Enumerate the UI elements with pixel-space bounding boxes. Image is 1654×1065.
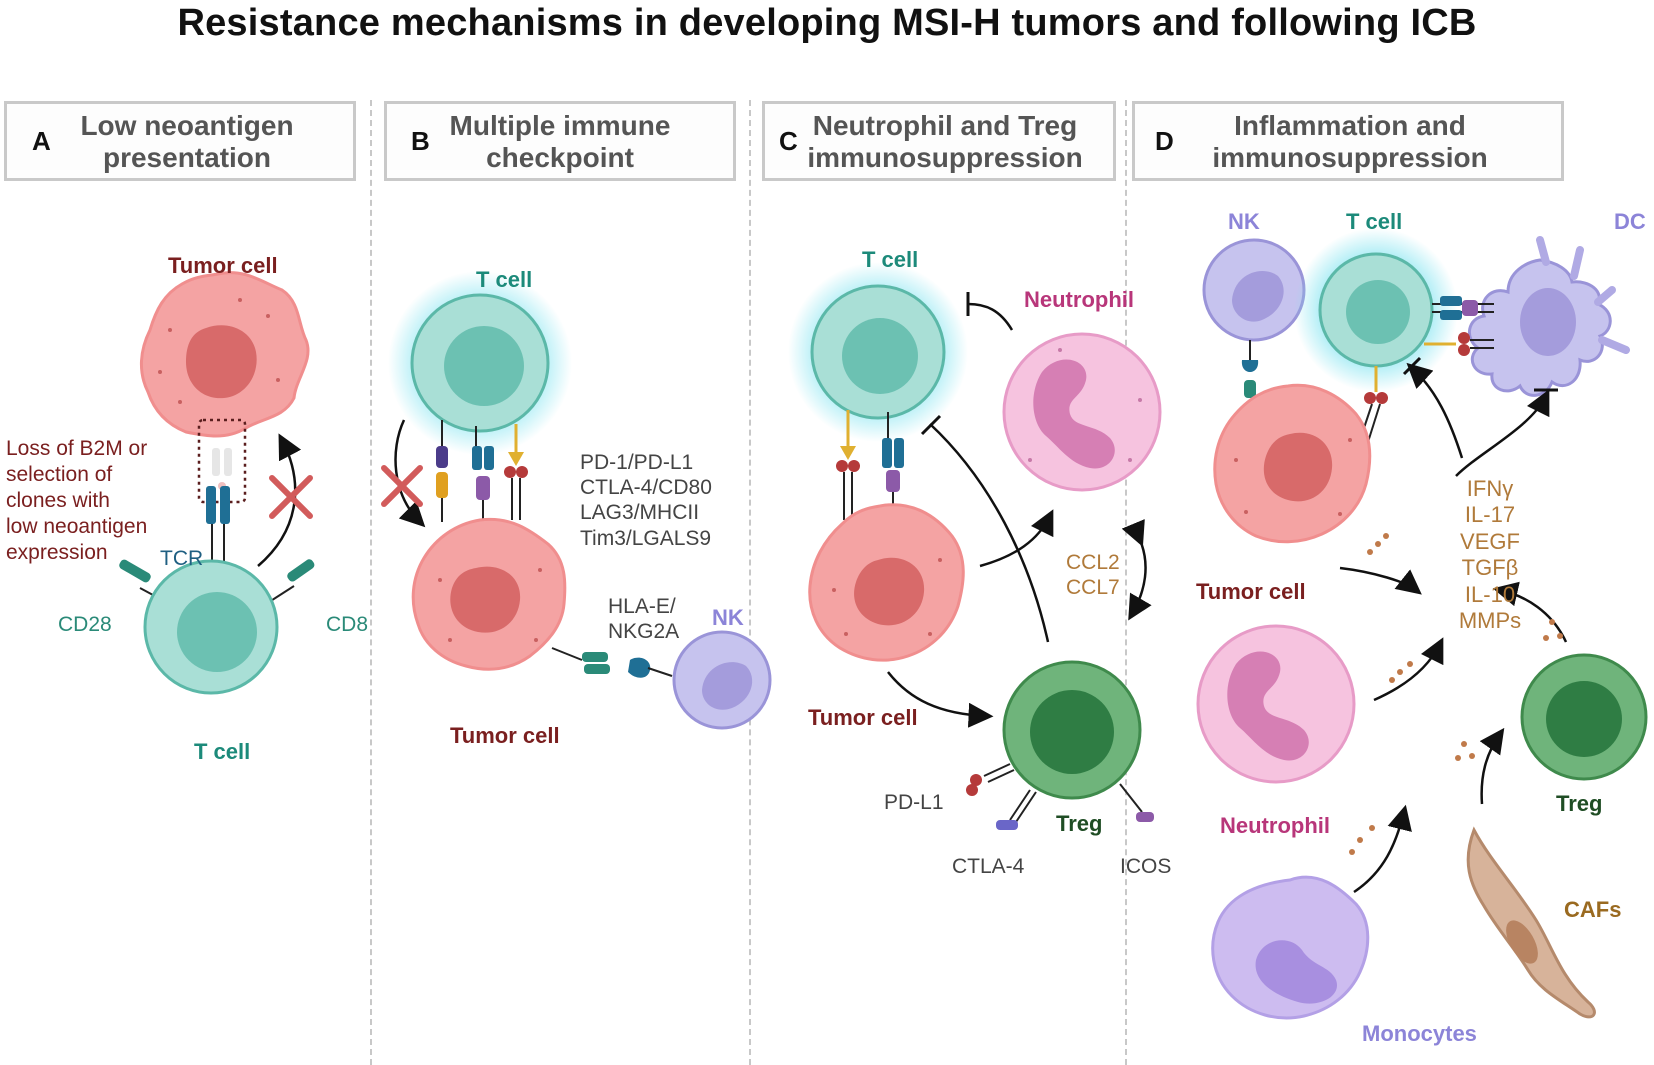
panel-d-letter: D: [1155, 126, 1174, 156]
panel-c-treg-label: Treg: [1056, 811, 1103, 836]
panel-b-t-cell: [410, 293, 550, 433]
panel-d-arrows: [1339, 362, 1568, 894]
panel-a-blocked-arrow: [257, 433, 302, 567]
panel-a-header: A Low neoantigen presentation: [4, 101, 356, 181]
cafs-label: CAFs: [1564, 897, 1622, 922]
panel-a-tumor-cell: [139, 271, 310, 438]
panel-b-checkpoint-receptors: [436, 420, 528, 522]
panel-d-heading: Inflammation and immunosuppression: [1212, 110, 1488, 174]
pd-l1-label: PD-L1: [884, 791, 944, 814]
panel-c-heading: Neutrophil and Treg immunosuppression: [807, 110, 1083, 174]
panel-c-treg-inhibit: [929, 423, 1050, 643]
panel-d-inhibit-bars: [1402, 356, 1558, 392]
panel-a-t-cell-label: T cell: [194, 739, 251, 764]
panel-d-dc-label: DC: [1614, 209, 1646, 234]
panel-d-nk-cell: [1202, 238, 1306, 342]
panel-d-t-cell: [1318, 252, 1434, 368]
hla-nkg2a-receptor-icon: [551, 647, 673, 678]
panel-a-tumor-label: Tumor cell: [168, 253, 278, 278]
panel-b-nk-label: NK: [712, 605, 744, 630]
panel-b-arrow: [394, 419, 426, 528]
panel-d-monocyte: [1211, 875, 1370, 1020]
panel-d-nk-label: NK: [1228, 209, 1260, 234]
panel-b-tumor-label: Tumor cell: [450, 723, 560, 748]
hla-nkg2a-label: HLA-E/ NKG2A: [608, 595, 680, 644]
panel-a-block-x-icon: [269, 475, 313, 519]
panel-c-arrow-to-treg: [887, 671, 994, 728]
panel-d-caf-cell: [1466, 826, 1596, 1019]
panel-d-cytokine-dots: [1349, 533, 1563, 855]
panel-b-header: B Multiple immune checkpoint: [384, 101, 736, 181]
cytokine-list: IFNγ IL-17 VEGF TGFβ IL-10 MMPs: [1458, 476, 1522, 633]
panel-b-letter: B: [411, 126, 430, 156]
panel-b-heading: Multiple immune checkpoint: [449, 110, 671, 174]
panel-d-t-cell-label: T cell: [1346, 209, 1403, 234]
divider-ab: [370, 100, 372, 1065]
panel-d-header: D Inflammation and immunosuppression: [1132, 101, 1564, 181]
panel-c-treg-cell: [1002, 660, 1142, 800]
panel-a-t-cell: [143, 559, 279, 695]
panel-b-tumor-cell: [411, 517, 567, 671]
panel-d-nk-receptor: [1241, 340, 1259, 398]
chemokine-label: CCL2 CCL7: [1066, 551, 1120, 600]
panel-d-tumor-label: Tumor cell: [1196, 579, 1306, 604]
mhc-faded-icon: [212, 448, 232, 490]
monocytes-label: Monocytes: [1362, 1021, 1477, 1046]
panel-c-tumor-label: Tumor cell: [808, 705, 918, 730]
tcr-receptor-icon: [206, 486, 230, 572]
panel-b-nk-cell: [672, 630, 772, 730]
divider-bc: [749, 100, 751, 1065]
panel-d-dc-cell: [1468, 236, 1630, 397]
panel-b-block-x-icon: [381, 465, 423, 507]
panel-d-dc-receptors: [1424, 296, 1494, 356]
panel-c-neutrophil-label: Neutrophil: [1024, 287, 1134, 312]
tcr-label: TCR: [160, 547, 204, 570]
panel-a-loss-note: Loss of B2M or selection of clones with …: [6, 437, 148, 565]
panel-c-tumor-cell: [808, 503, 965, 662]
cd8-receptor-icon: [265, 559, 315, 605]
panel-d-tumor-cell: [1213, 383, 1372, 544]
panel-c-t-cell: [810, 284, 946, 420]
panel-c-arrow-to-neutrophil: [979, 509, 1054, 568]
mhc-dotted-box: [197, 418, 247, 504]
panel-d-neutrophil-label: Neutrophil: [1220, 813, 1330, 838]
panel-c-letter: C: [779, 126, 798, 156]
panel-c-t-cell-label: T cell: [862, 247, 919, 272]
panel-a-letter: A: [32, 126, 51, 156]
cd28-label: CD28: [58, 613, 112, 636]
ctla4-label: CTLA-4: [952, 855, 1025, 878]
checkpoint-list: PD-1/PD-L1 CTLA-4/CD80 LAG3/MHCII Tim3/L…: [580, 451, 712, 550]
panel-d-treg-label: Treg: [1556, 791, 1603, 816]
panel-a-heading: Low neoantigen presentation: [80, 110, 294, 174]
figure-title: Resistance mechanisms in developing MSI-…: [177, 2, 1477, 44]
panel-c-treg-inhibit-bar: [920, 414, 942, 436]
panel-b-t-cell-label: T cell: [476, 267, 533, 292]
panel-d-neutrophil: [1196, 624, 1356, 784]
icos-label: ICOS: [1120, 855, 1172, 878]
panel-c-neutrophil-inhibit: [967, 302, 1014, 331]
panel-c-treg-receptors: [966, 763, 1154, 830]
panel-c-neutrophil: [1002, 332, 1162, 492]
panel-c-double-arrow: [1121, 519, 1152, 621]
panel-d-treg-cell: [1520, 653, 1648, 781]
cd8-label: CD8: [326, 613, 369, 636]
panel-c-receptors: [836, 410, 904, 520]
panel-c-header: C Neutrophil and Treg immunosuppression: [762, 101, 1116, 181]
